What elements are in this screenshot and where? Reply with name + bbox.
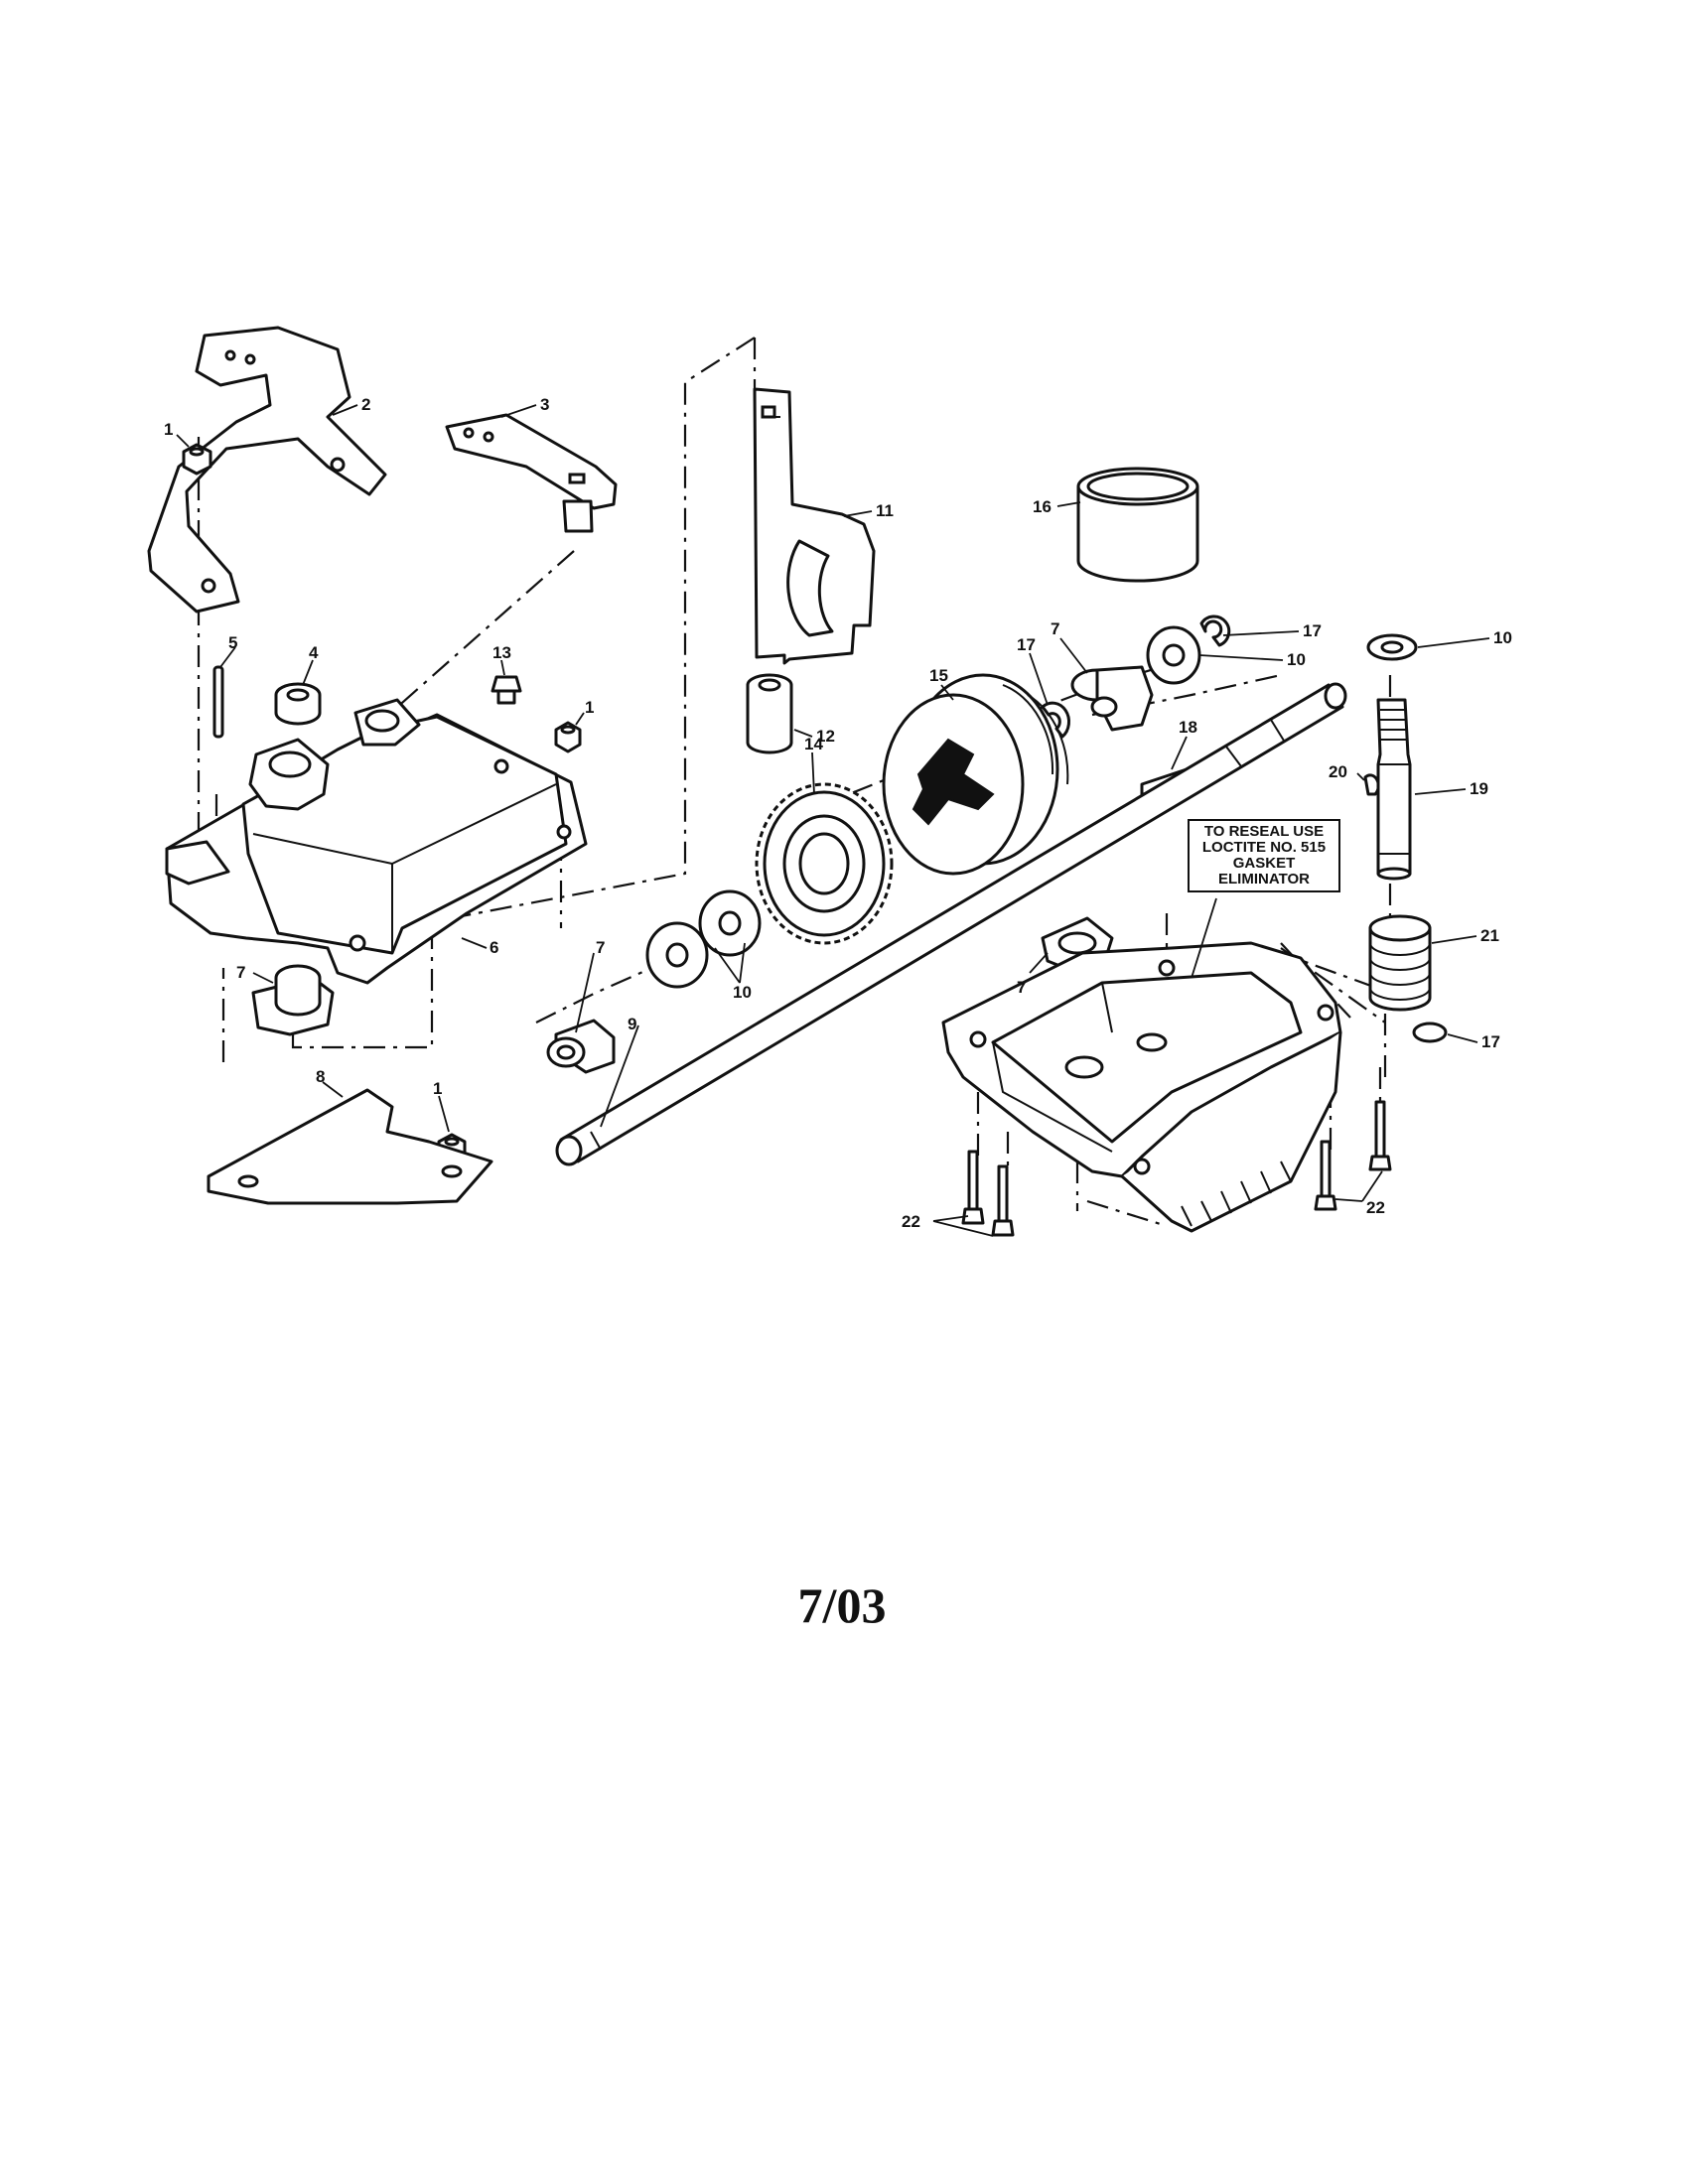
part-10-washer-4 <box>1366 633 1418 661</box>
part-10-washer-2 <box>698 889 762 957</box>
callout-6: 6 <box>490 938 498 957</box>
callout-17-mid: 17 <box>1017 635 1036 654</box>
part-3-shift-arm <box>445 413 618 533</box>
callout-7-left: 7 <box>236 963 245 982</box>
part-22-bolt-1 <box>961 1150 985 1225</box>
callout-7-housing: 7 <box>1017 978 1026 997</box>
callout-14: 14 <box>804 735 823 753</box>
part-9-shaft <box>555 682 1347 1166</box>
part-15-pulley <box>882 673 1069 876</box>
part-17-clip-low <box>1412 1022 1448 1043</box>
note-line-1: TO RESEAL USE <box>1203 823 1325 840</box>
part-19-worm-shaft <box>1376 698 1412 881</box>
callout-9: 9 <box>628 1015 636 1033</box>
callout-20: 20 <box>1329 762 1347 781</box>
callout-21: 21 <box>1480 926 1499 945</box>
callout-19: 19 <box>1470 779 1488 798</box>
part-11-shift-fork <box>753 387 876 665</box>
callout-13: 13 <box>492 643 511 662</box>
part-22-bolt-4 <box>1368 1100 1392 1171</box>
callout-10-left: 10 <box>733 983 752 1002</box>
part-2-bracket <box>147 326 387 614</box>
callout-18: 18 <box>1179 718 1197 737</box>
callout-17-top: 17 <box>1303 621 1322 640</box>
part-22-bolt-3 <box>1314 1140 1337 1211</box>
callout-10-mid: 10 <box>1287 650 1306 669</box>
leader-lines <box>176 404 1490 1237</box>
callout-22-right: 22 <box>1366 1198 1385 1217</box>
part-6-upper-housing <box>165 698 588 985</box>
note-line-4: ELIMINATOR <box>1218 871 1310 887</box>
part-7-bushing-left <box>251 964 335 1036</box>
callout-7-gear: 7 <box>1051 619 1059 638</box>
callout-8: 8 <box>316 1067 325 1086</box>
reseal-note-box: TO RESEAL USE LOCTITE NO. 515 GASKET ELI… <box>1188 819 1340 892</box>
note-line-2: LOCTITE NO. 515 <box>1201 839 1327 856</box>
part-10-washer-3 <box>1146 625 1201 685</box>
callout-5: 5 <box>228 633 237 652</box>
callout-1-top: 1 <box>164 420 173 439</box>
part-13-plug <box>491 675 522 705</box>
part-5-pin <box>212 665 224 739</box>
part-1-nut-top <box>182 443 212 476</box>
part-21-worm-gear <box>1368 914 1432 1012</box>
part-22-bolt-2 <box>991 1164 1015 1237</box>
callout-1-right: 1 <box>585 698 594 717</box>
part-20-key <box>1363 773 1380 796</box>
callout-17-low: 17 <box>1481 1032 1500 1051</box>
note-line-3: GASKET <box>1232 855 1296 872</box>
part-17-clip-top <box>1199 614 1231 647</box>
callout-22-left: 22 <box>902 1212 920 1231</box>
part-12-spacer <box>746 673 793 754</box>
callout-4: 4 <box>309 643 319 662</box>
callout-2: 2 <box>361 395 370 414</box>
callout-numbers: 1 2 3 5 4 13 1 6 7 8 1 11 12 14 7 10 9 1… <box>164 395 1512 1231</box>
part-4-bushing <box>274 682 322 726</box>
part-14-gear <box>755 782 894 945</box>
part-1-nut-right <box>554 721 582 753</box>
callout-10-right: 10 <box>1493 628 1512 647</box>
lower-housing <box>941 941 1342 1233</box>
callout-12: 12 <box>816 727 835 746</box>
callout-7-shaft: 7 <box>596 938 605 957</box>
part-10-washer-1 <box>645 921 709 989</box>
part-7-bushing-shaft <box>546 1019 616 1074</box>
part-17-clip-mid <box>1041 701 1070 739</box>
callout-16: 16 <box>1033 497 1052 516</box>
part-16-cup <box>1076 467 1199 583</box>
callout-3: 3 <box>540 395 549 414</box>
date-code: 7/03 <box>797 1577 887 1633</box>
callout-1-bottom: 1 <box>433 1079 442 1098</box>
callout-11: 11 <box>876 501 894 520</box>
callout-15: 15 <box>929 666 948 685</box>
part-7-bushing-gear <box>1070 665 1154 732</box>
part-8-plate <box>207 1088 493 1205</box>
